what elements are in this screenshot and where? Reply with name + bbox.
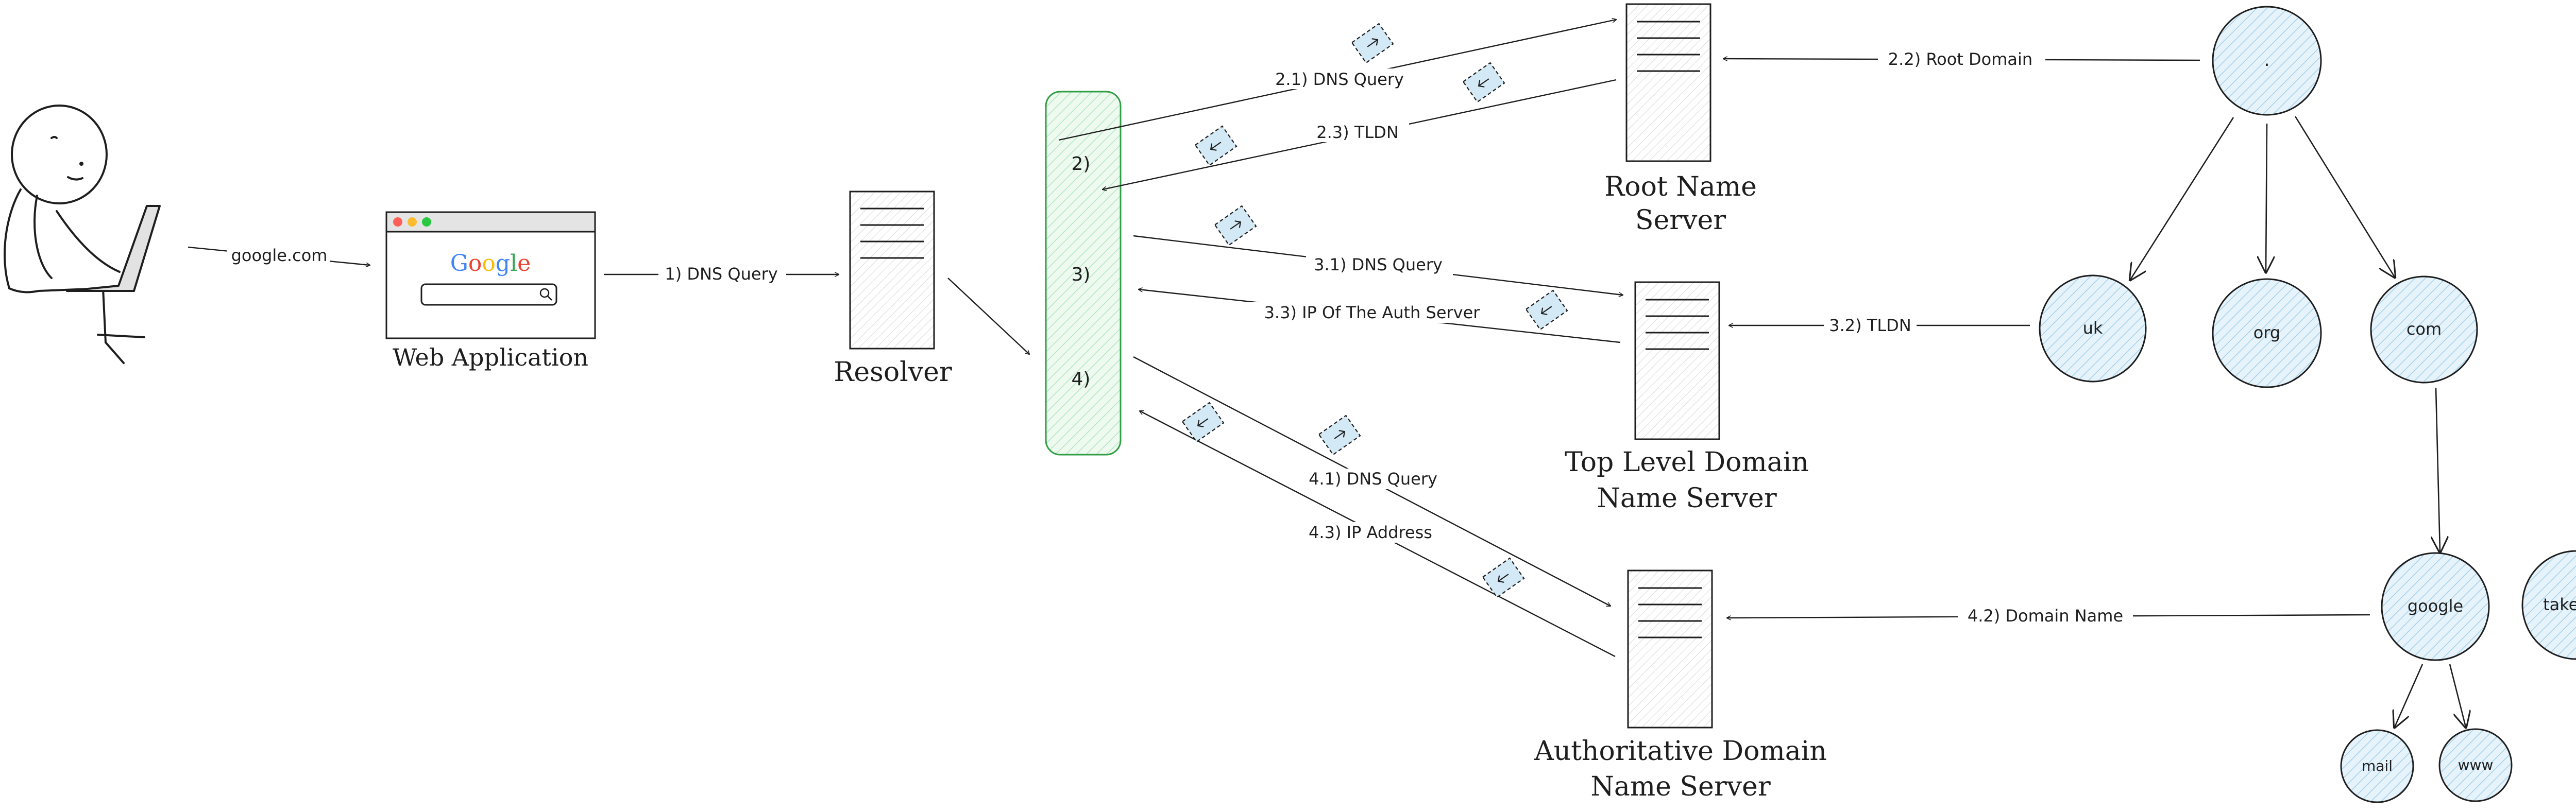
tree-label-www: www bbox=[2458, 756, 2494, 773]
resolver-label: Resolver bbox=[834, 357, 952, 388]
browser-window bbox=[385, 211, 596, 339]
label-auth-query: 4.1) DNS Query bbox=[1309, 469, 1437, 489]
user-head bbox=[11, 105, 108, 204]
tree-label-com: com bbox=[2406, 319, 2442, 339]
tree-label-uk: uk bbox=[2083, 318, 2103, 338]
label-auth-reply: 4.3) IP Address bbox=[1309, 523, 1432, 542]
arrow-resolver-to-steps bbox=[947, 278, 1029, 354]
user-seat bbox=[97, 334, 145, 338]
resolver-steps-box bbox=[1045, 91, 1122, 456]
resolver-server bbox=[849, 191, 935, 350]
step-3-label: 3) bbox=[1072, 264, 1091, 285]
search-box bbox=[420, 283, 557, 306]
google-logo: Google bbox=[450, 250, 531, 277]
close-dot-icon bbox=[393, 217, 402, 227]
user-leg bbox=[38, 287, 107, 343]
laptop-icon bbox=[66, 205, 161, 292]
edge-com-google bbox=[2436, 387, 2440, 552]
packet-icon bbox=[1351, 23, 1394, 64]
tree-node-takealot bbox=[2521, 550, 2576, 660]
edge-root-com bbox=[2294, 116, 2395, 277]
edge-google-mail bbox=[2395, 664, 2424, 727]
root-server-label-line1: Root Name bbox=[1604, 171, 1757, 202]
edge-google-www bbox=[2449, 664, 2466, 727]
label-user-to-app: google.com bbox=[231, 246, 328, 265]
root-server-label-line2: Server bbox=[1635, 205, 1726, 236]
tld-server-label-line1: Top Level Domain bbox=[1565, 447, 1809, 478]
edge-root-org bbox=[2266, 123, 2267, 272]
web-application-browser: Google bbox=[385, 211, 596, 339]
packet-icon bbox=[1214, 205, 1257, 246]
label-root-query: 2.1) DNS Query bbox=[1275, 70, 1404, 89]
packet-icon bbox=[1194, 125, 1238, 166]
minimize-dot-icon bbox=[408, 217, 417, 227]
step-2-label: 2) bbox=[1072, 153, 1091, 175]
label-tld-query: 3.1) DNS Query bbox=[1314, 255, 1443, 274]
tree-node-google bbox=[2381, 552, 2490, 661]
tld-name-server bbox=[1634, 281, 1720, 440]
step-4-label: 4) bbox=[1072, 369, 1091, 390]
tree-label-root: . bbox=[2264, 49, 2269, 71]
packet-icon bbox=[1525, 289, 1568, 331]
search-icon bbox=[539, 288, 550, 298]
tree-label-mail: mail bbox=[2362, 757, 2393, 774]
edge-root-uk bbox=[2130, 117, 2234, 280]
packet-icon bbox=[1318, 414, 1361, 456]
tree-label-takealot: takealot bbox=[2543, 595, 2576, 614]
tld-server-label-line2: Name Server bbox=[1597, 483, 1777, 514]
label-app-to-resolver: 1) DNS Query bbox=[665, 264, 777, 284]
authoritative-name-server bbox=[1627, 569, 1713, 729]
packet-icon bbox=[1462, 62, 1505, 103]
user-body bbox=[4, 188, 40, 293]
tree-label-org: org bbox=[2253, 323, 2280, 342]
tree-node-org bbox=[2212, 278, 2322, 388]
user-eye-dot bbox=[79, 162, 83, 166]
browser-titlebar bbox=[385, 211, 596, 233]
tree-node-com bbox=[2370, 275, 2478, 384]
tree-node-www bbox=[2438, 728, 2513, 802]
label-tld-reply: 3.3) IP Of The Auth Server bbox=[1264, 303, 1481, 322]
user-figure bbox=[4, 105, 145, 364]
user-back bbox=[33, 195, 53, 279]
user-foot bbox=[105, 341, 125, 364]
auth-server-label-line2: Name Server bbox=[1590, 771, 1771, 802]
label-domain-lookup: 4.2) Domain Name bbox=[1968, 606, 2123, 626]
maximize-dot-icon bbox=[422, 217, 431, 227]
tree-node-root bbox=[2212, 6, 2322, 116]
label-root-domain: 2.2) Root Domain bbox=[1888, 49, 2032, 69]
tree-node-uk bbox=[2039, 274, 2147, 383]
auth-server-label-line1: Authoritative Domain bbox=[1534, 736, 1827, 767]
tree-node-mail bbox=[2340, 729, 2414, 803]
web-application-label: Web Application bbox=[393, 343, 588, 371]
label-root-reply: 2.3) TLDN bbox=[1316, 123, 1399, 142]
user-smile bbox=[67, 176, 83, 181]
label-tld-lookup: 3.2) TLDN bbox=[1829, 316, 1911, 335]
user-arm bbox=[56, 210, 121, 273]
root-name-server bbox=[1625, 3, 1711, 162]
user-eye bbox=[50, 136, 58, 139]
tree-label-google: google bbox=[2408, 596, 2463, 616]
